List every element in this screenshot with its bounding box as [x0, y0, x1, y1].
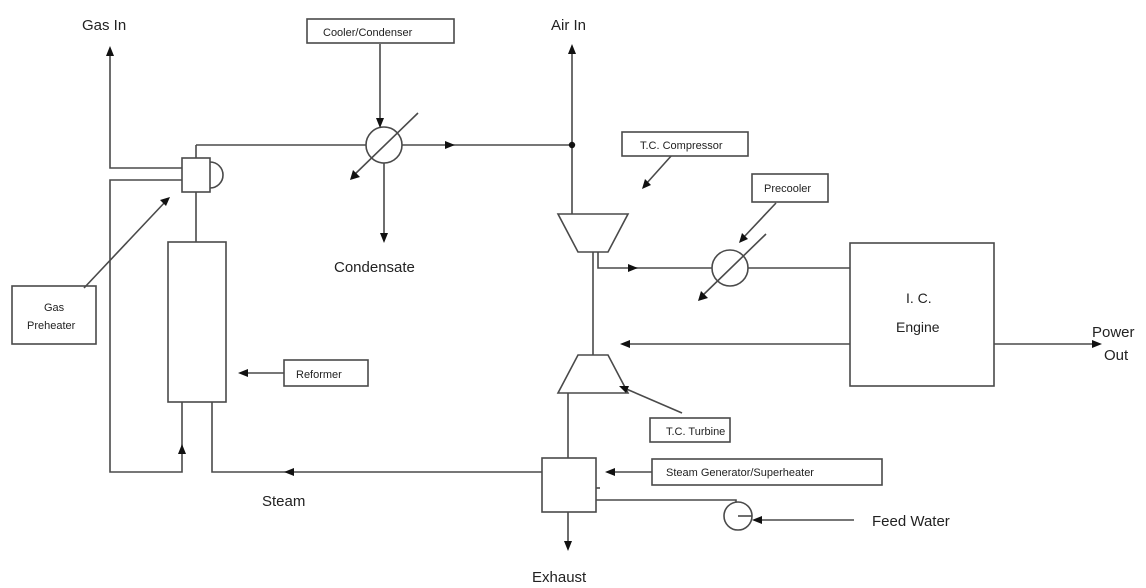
cooler-to-junction-line [402, 141, 572, 149]
exhaust-label: Exhaust [532, 569, 587, 586]
gas-preheater-label-line2: Preheater [27, 320, 76, 332]
gas-preheater-label-box [11, 285, 97, 345]
gas-in-label: Gas In [82, 17, 126, 34]
precooler-symbol [698, 233, 767, 301]
tc-compressor-symbol [556, 213, 630, 253]
power-out-label-line1: Power [1092, 324, 1135, 341]
gas-in-line [106, 46, 182, 169]
ic-engine-label-line1: I. C. [906, 290, 932, 306]
steam-generator-label: Steam Generator/Superheater [666, 467, 814, 479]
precooler-label: Precooler [764, 183, 811, 195]
precooler-label-box [751, 173, 829, 203]
air-in-label: Air In [551, 17, 586, 34]
cooler-label-arrow [376, 44, 384, 128]
gas-preheater-symbol [181, 157, 224, 193]
tc-compressor-label-arrow [642, 154, 673, 189]
exhaust-line [564, 512, 572, 551]
gas-preheater-label-line1: Gas [44, 302, 65, 314]
tc-compressor-label: T.C. Compressor [640, 140, 723, 152]
steam-generator-label-arrow [605, 468, 652, 476]
cooler-condenser-label-box [306, 18, 455, 44]
tc-turbine-symbol [556, 354, 630, 394]
cooler-condenser-symbol [350, 112, 419, 180]
steam-label: Steam [262, 493, 305, 510]
tc-turbine-label-box [649, 417, 731, 443]
tc-turbine-label: T.C. Turbine [666, 426, 725, 438]
condensate-label: Condensate [334, 259, 415, 276]
precooler-label-arrow [739, 202, 777, 243]
tc-turbine-label-arrow [619, 386, 683, 414]
ic-engine-box [849, 242, 995, 387]
feed-water-label: Feed Water [872, 513, 950, 530]
steam-generator-label-box [651, 458, 883, 486]
cooler-condenser-label: Cooler/Condenser [323, 27, 413, 39]
reformer-label-arrow [238, 369, 284, 377]
engine-to-turbine-line [620, 340, 850, 348]
ic-engine-label-line2: Engine [896, 319, 940, 335]
power-out-label-line2: Out [1104, 347, 1129, 364]
reformer-vessel [167, 241, 227, 403]
tc-compressor-label-box [621, 131, 749, 157]
gas-preheater-label-arrow [83, 197, 170, 289]
steam-return-loop [109, 179, 186, 473]
condensate-line [380, 163, 388, 243]
power-out-line [994, 340, 1102, 348]
feed-water-line [596, 499, 854, 531]
air-in-line [568, 44, 576, 214]
steam-generator-box [541, 457, 597, 513]
reformer-label: Reformer [296, 369, 342, 381]
compressor-to-precooler-line [597, 252, 712, 272]
steam-line [211, 402, 542, 476]
